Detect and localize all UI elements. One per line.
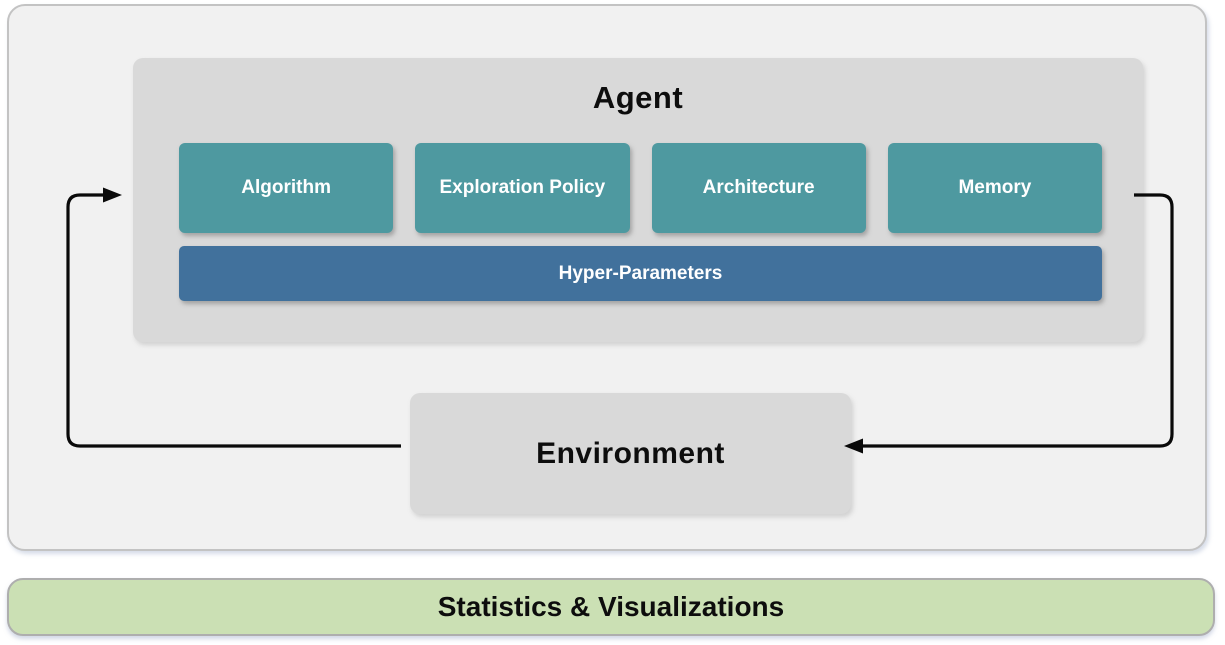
hyper-parameters-bar: Hyper-Parameters [179, 246, 1102, 301]
agent-module-exploration-policy: Exploration Policy [415, 143, 630, 233]
agent-box: Agent Algorithm Exploration Policy Archi… [133, 58, 1143, 342]
statistics-bar-label: Statistics & Visualizations [437, 591, 785, 622]
pipeline-container: Agent Algorithm Exploration Policy Archi… [7, 4, 1207, 551]
statistics-bar: Statistics & Visualizations [7, 578, 1215, 636]
environment-title: Environment [536, 436, 725, 470]
environment-box: Environment [410, 393, 851, 514]
agent-module-memory: Memory [887, 143, 1102, 233]
agent-module-architecture: Architecture [651, 143, 866, 233]
agent-title: Agent [592, 80, 684, 115]
agent-modules-row: Algorithm Exploration Policy Architectur… [179, 143, 1102, 233]
agent-module-algorithm: Algorithm [179, 143, 394, 233]
